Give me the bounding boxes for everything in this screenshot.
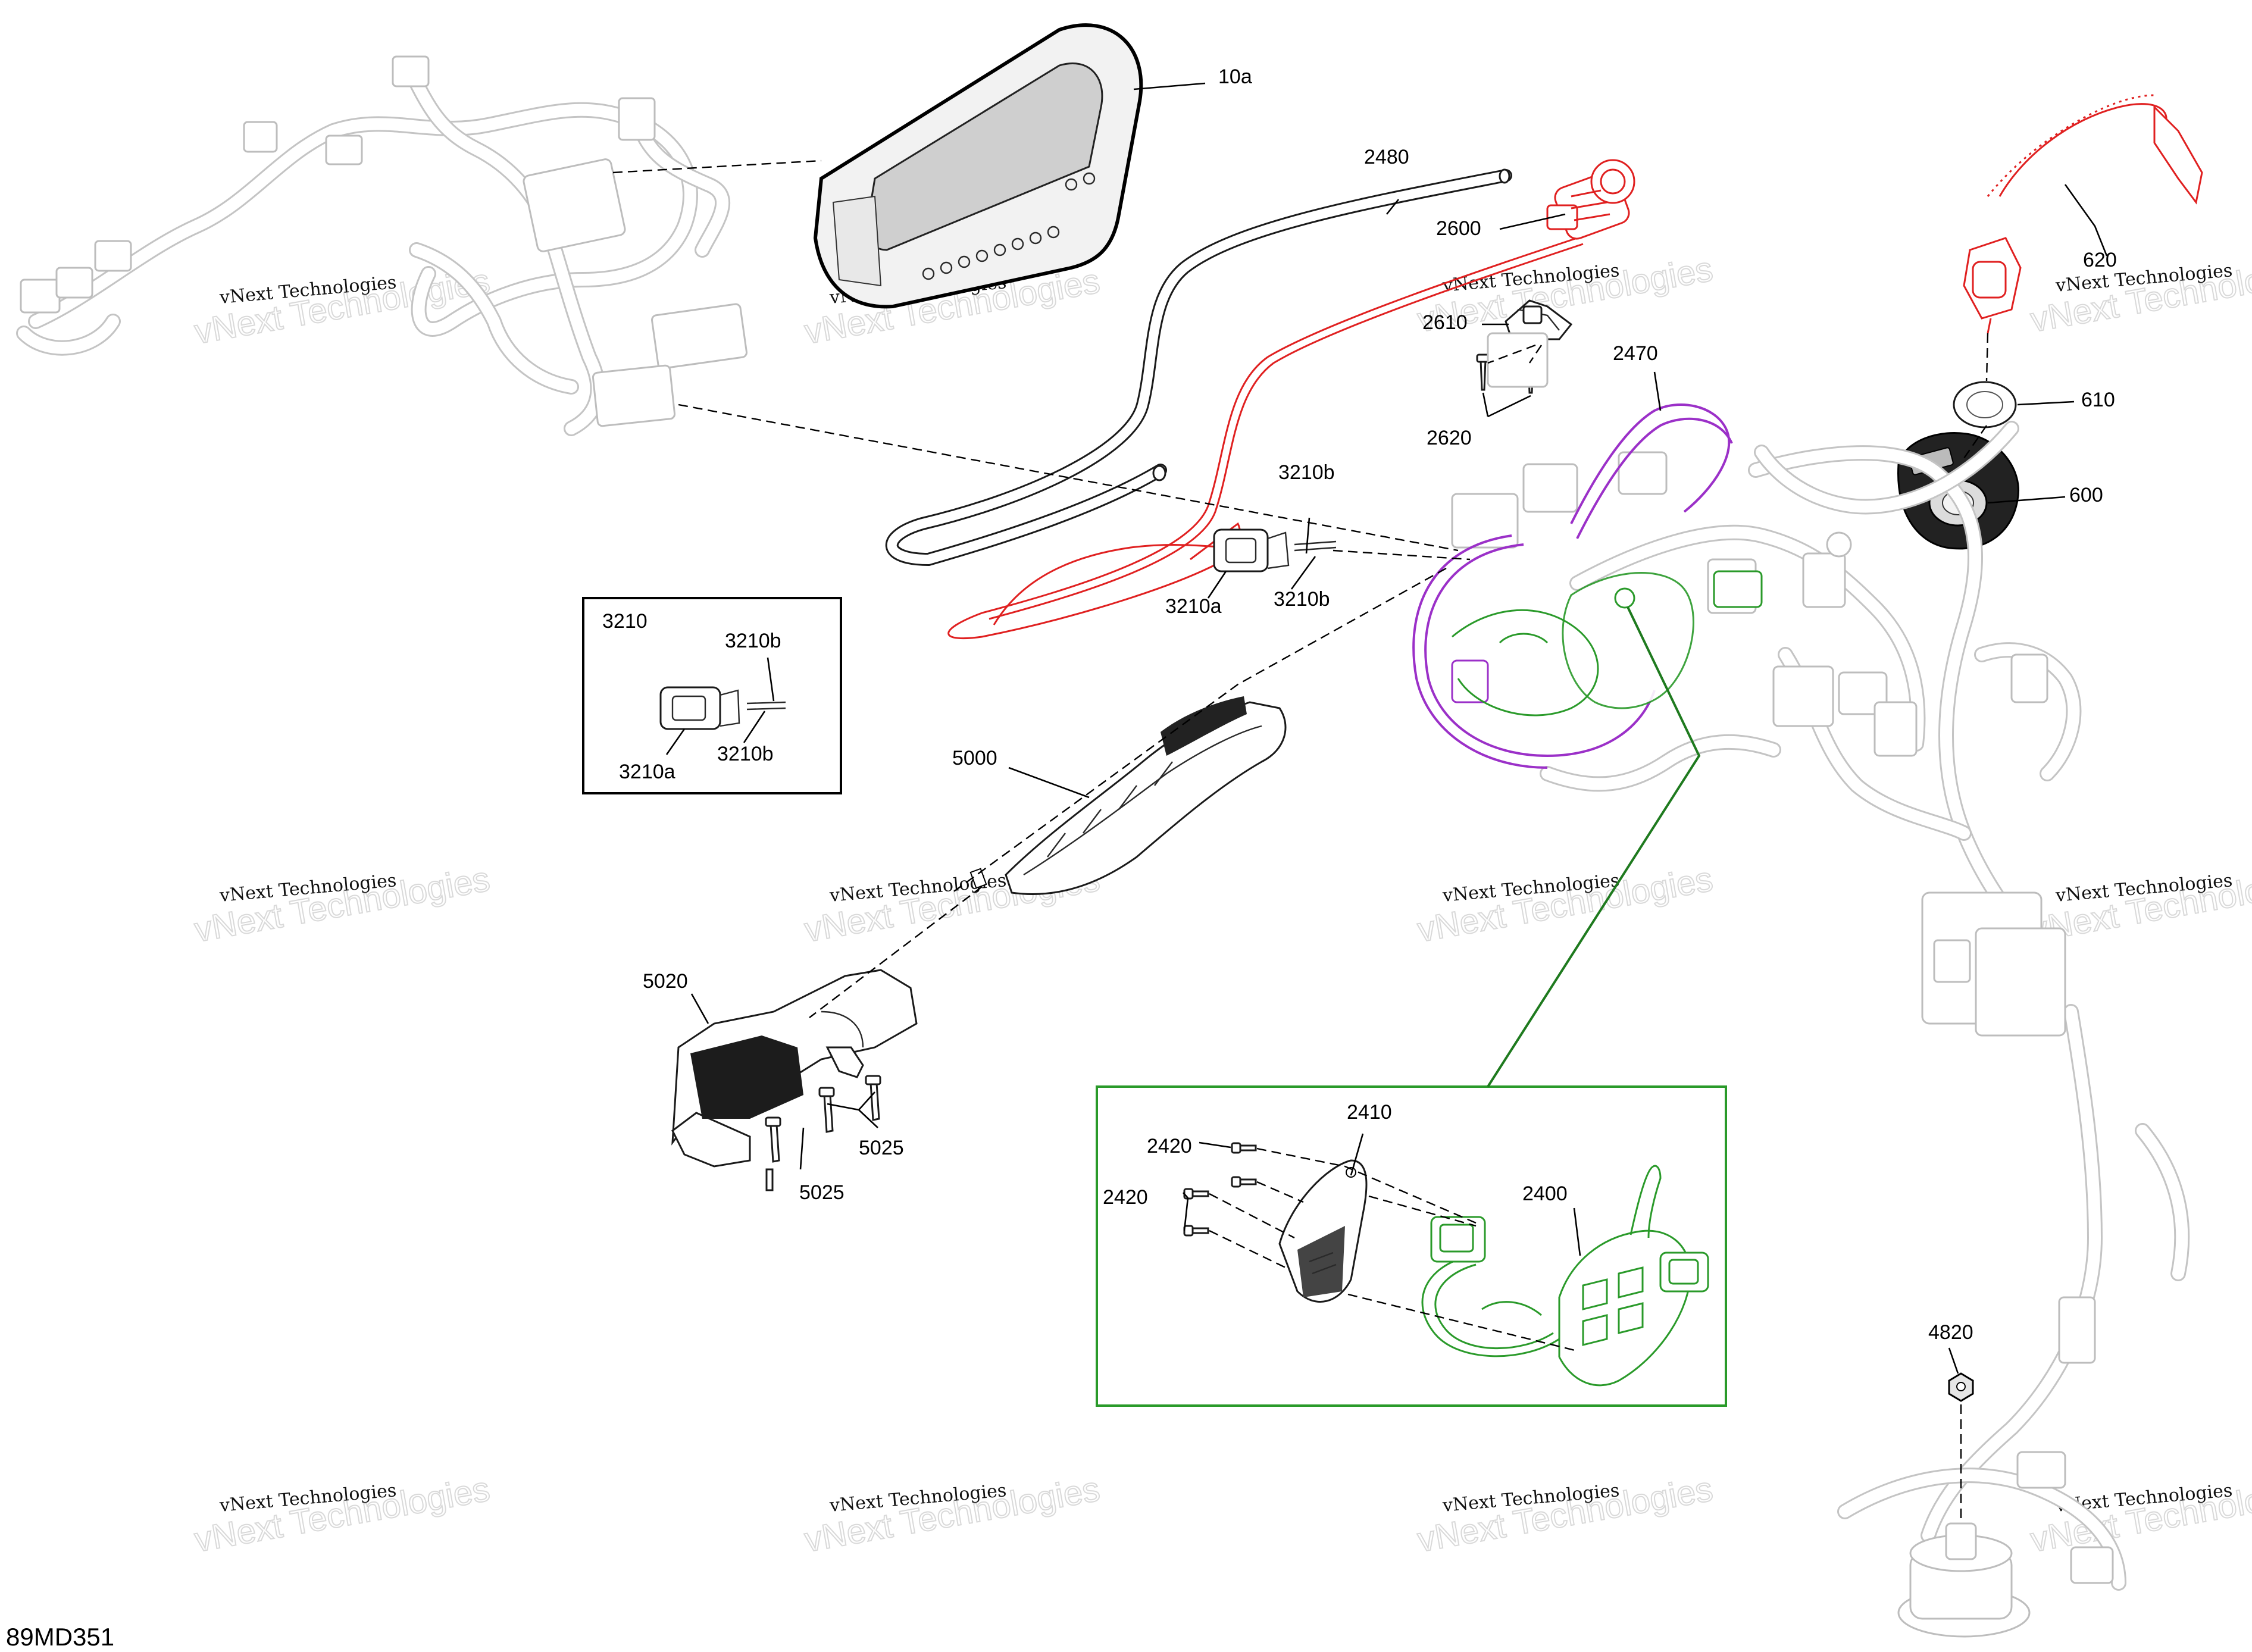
nut-4820[interactable] <box>1948 1372 1974 1402</box>
watermark: vNext Technologies vNext Technologies <box>191 859 493 950</box>
inset-connector <box>659 686 786 730</box>
label-2420-b: 2420 <box>1103 1186 1148 1209</box>
assembly-lines <box>612 159 1989 1523</box>
connector-housing <box>325 134 363 165</box>
leader-lines <box>690 82 2108 1374</box>
watermark: vNext Technologies vNext Technologies <box>191 261 493 352</box>
connector-large <box>523 158 626 252</box>
inset-label-3210b-bottom: 3210b <box>717 743 774 765</box>
screws-2420[interactable] <box>1183 1142 1257 1237</box>
display-gauge-10a[interactable] <box>813 23 1143 309</box>
watermark: vNext Technologies vNext Technologies <box>191 1469 493 1560</box>
label-2600: 2600 <box>1436 217 1481 240</box>
label-2480: 2480 <box>1364 146 1409 168</box>
label-2400: 2400 <box>1522 1182 1568 1205</box>
label-5000: 5000 <box>952 747 997 769</box>
label-3210b: 3210b <box>1274 588 1330 611</box>
connector-housing <box>55 267 93 299</box>
connector-3210a[interactable] <box>993 528 1290 625</box>
cover-2410[interactable] <box>1278 1159 1368 1303</box>
connector-housing <box>243 121 278 153</box>
inset-3210: 3210 3210b 3210a 3210b <box>582 597 842 794</box>
connector-large <box>592 364 676 427</box>
inset-3210-title: 3210 <box>602 610 648 633</box>
wiring-2470[interactable] <box>1412 403 1733 769</box>
harness-top-left <box>16 55 747 436</box>
cover-5000[interactable] <box>969 696 1287 895</box>
label-3210a: 3210a <box>1165 595 1222 618</box>
harness-connectors <box>1451 332 2114 1584</box>
main-harness <box>1451 332 2190 1638</box>
label-5025-bottom: 5025 <box>799 1181 844 1204</box>
label-610: 610 <box>2081 389 2115 411</box>
lanyard-620[interactable] <box>1963 94 2203 334</box>
label-2420-a: 2420 <box>1147 1135 1192 1157</box>
label-620: 620 <box>2083 249 2117 271</box>
ring-610[interactable] <box>1953 381 2017 428</box>
mount-5020[interactable] <box>671 969 918 1168</box>
watermark: vNext Technologies vNext Technologies <box>801 1469 1103 1560</box>
connector-housing <box>20 279 61 314</box>
inset-label-3210b-top: 3210b <box>725 630 781 652</box>
lanyard-coils <box>1987 94 2155 197</box>
watermark: vNext Technologies vNext Technologies <box>1414 859 1716 950</box>
pins-3210b[interactable] <box>1294 540 1337 552</box>
label-600: 600 <box>2069 484 2103 506</box>
label-5025-right: 5025 <box>859 1137 904 1159</box>
label-4820: 4820 <box>1928 1321 1973 1344</box>
connector-housing <box>94 240 132 272</box>
inset-label-3210a: 3210a <box>619 761 675 783</box>
watermark: vNext Technologies vNext Technologies <box>1414 1469 1716 1560</box>
sensor-2600[interactable] <box>1546 159 1635 242</box>
label-5020: 5020 <box>643 970 688 993</box>
tube-2480[interactable] <box>885 168 1512 566</box>
connector-housing <box>618 97 656 141</box>
callout-labels: 10a 2480 2600 2610 2620 2470 620 610 600… <box>643 65 2117 1344</box>
switch-2400[interactable] <box>1421 1165 1709 1387</box>
diagram-reference-code: 89MD351 <box>6 1623 114 1651</box>
watermark: vNext Technologies vNext Technologies <box>2027 249 2252 340</box>
gauge-buttons <box>922 172 1096 280</box>
label-2620: 2620 <box>1427 427 1472 449</box>
label-2410: 2410 <box>1347 1101 1392 1124</box>
connector-large <box>651 303 747 370</box>
label-2610: 2610 <box>1422 311 1468 334</box>
connector-housing <box>392 55 430 87</box>
starter-solenoid <box>1897 1522 2031 1638</box>
label-3210b-top: 3210b <box>1278 461 1335 484</box>
handlebar-switch-ghost <box>1452 570 1763 717</box>
label-2470: 2470 <box>1613 342 1658 365</box>
label-10a: 10a <box>1218 65 1252 88</box>
